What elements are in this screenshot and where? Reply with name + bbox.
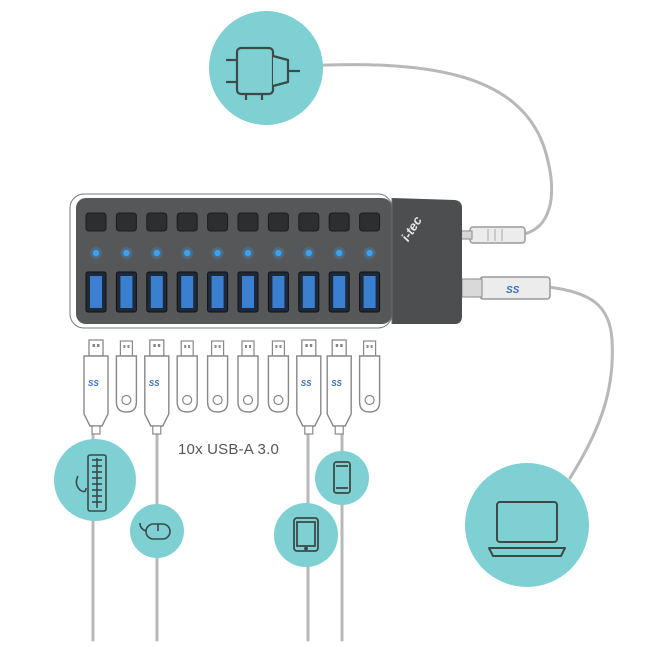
hub-port-led xyxy=(153,249,160,257)
power-circle xyxy=(209,11,323,125)
hub-leds xyxy=(90,247,376,259)
ss-logo: SS xyxy=(331,379,342,388)
laptop-circle xyxy=(465,463,589,587)
downstream-plugs: SS SS SS SS xyxy=(83,339,381,435)
usb-a-cable-plug: SS xyxy=(296,339,322,435)
hub-port-led xyxy=(214,249,221,257)
hub-port-button xyxy=(237,212,259,232)
hub-port-led xyxy=(123,249,130,257)
ss-logo: SS xyxy=(506,285,520,296)
usb-a-cable-plug: SS xyxy=(83,339,109,435)
hub-body xyxy=(69,193,462,329)
ss-logo: SS xyxy=(301,379,312,388)
hub-port-button xyxy=(328,212,350,232)
phone-circle xyxy=(315,451,369,505)
hub-port-led xyxy=(244,249,252,257)
laptop-icon xyxy=(488,501,566,557)
usb-flash-drive xyxy=(115,340,138,413)
mouse-circle xyxy=(130,504,184,558)
power-plug-icon xyxy=(226,46,300,100)
mouse-icon xyxy=(139,522,171,540)
usb-flash-drive xyxy=(267,340,290,413)
ss-logo: SS xyxy=(88,379,99,388)
hub-port-button xyxy=(176,212,198,232)
usb-flash-drive xyxy=(176,340,198,413)
power-cable xyxy=(298,63,554,236)
keyboard-icon xyxy=(75,454,107,512)
hub-port-button xyxy=(267,212,289,232)
hub-port-led xyxy=(366,249,373,257)
smartphone-icon xyxy=(333,461,351,494)
hub-port-led xyxy=(275,249,282,257)
hub-port-led xyxy=(92,249,100,257)
usb-a-cable-plug: SS xyxy=(326,339,352,435)
hub-port-button xyxy=(146,212,168,232)
dc-plug xyxy=(457,226,526,244)
hub-port-button xyxy=(359,212,381,232)
tablet-icon xyxy=(293,517,319,552)
usb-flash-drive xyxy=(358,340,381,413)
hub-usb-ports xyxy=(85,271,381,313)
hub-port-led xyxy=(184,249,191,257)
port-caption: 10x USB-A 3.0 xyxy=(178,441,279,458)
tablet-circle xyxy=(274,503,338,567)
ss-logo: SS xyxy=(149,379,160,388)
usb-flash-drive xyxy=(237,340,259,413)
hub-port-led xyxy=(305,249,312,257)
hub-power-buttons xyxy=(85,212,381,232)
upstream-cable xyxy=(546,285,614,480)
hub-port-led xyxy=(336,249,343,257)
hub-port-button xyxy=(115,212,137,232)
hub-port-button xyxy=(85,212,107,232)
keyboard-circle xyxy=(54,439,136,521)
usb-a-cable-plug: SS xyxy=(144,339,170,435)
usb-flash-drive xyxy=(206,340,229,413)
usb-b-plug: SS xyxy=(461,276,551,300)
hub-port-button xyxy=(298,212,320,232)
hub-port-button xyxy=(207,212,229,232)
